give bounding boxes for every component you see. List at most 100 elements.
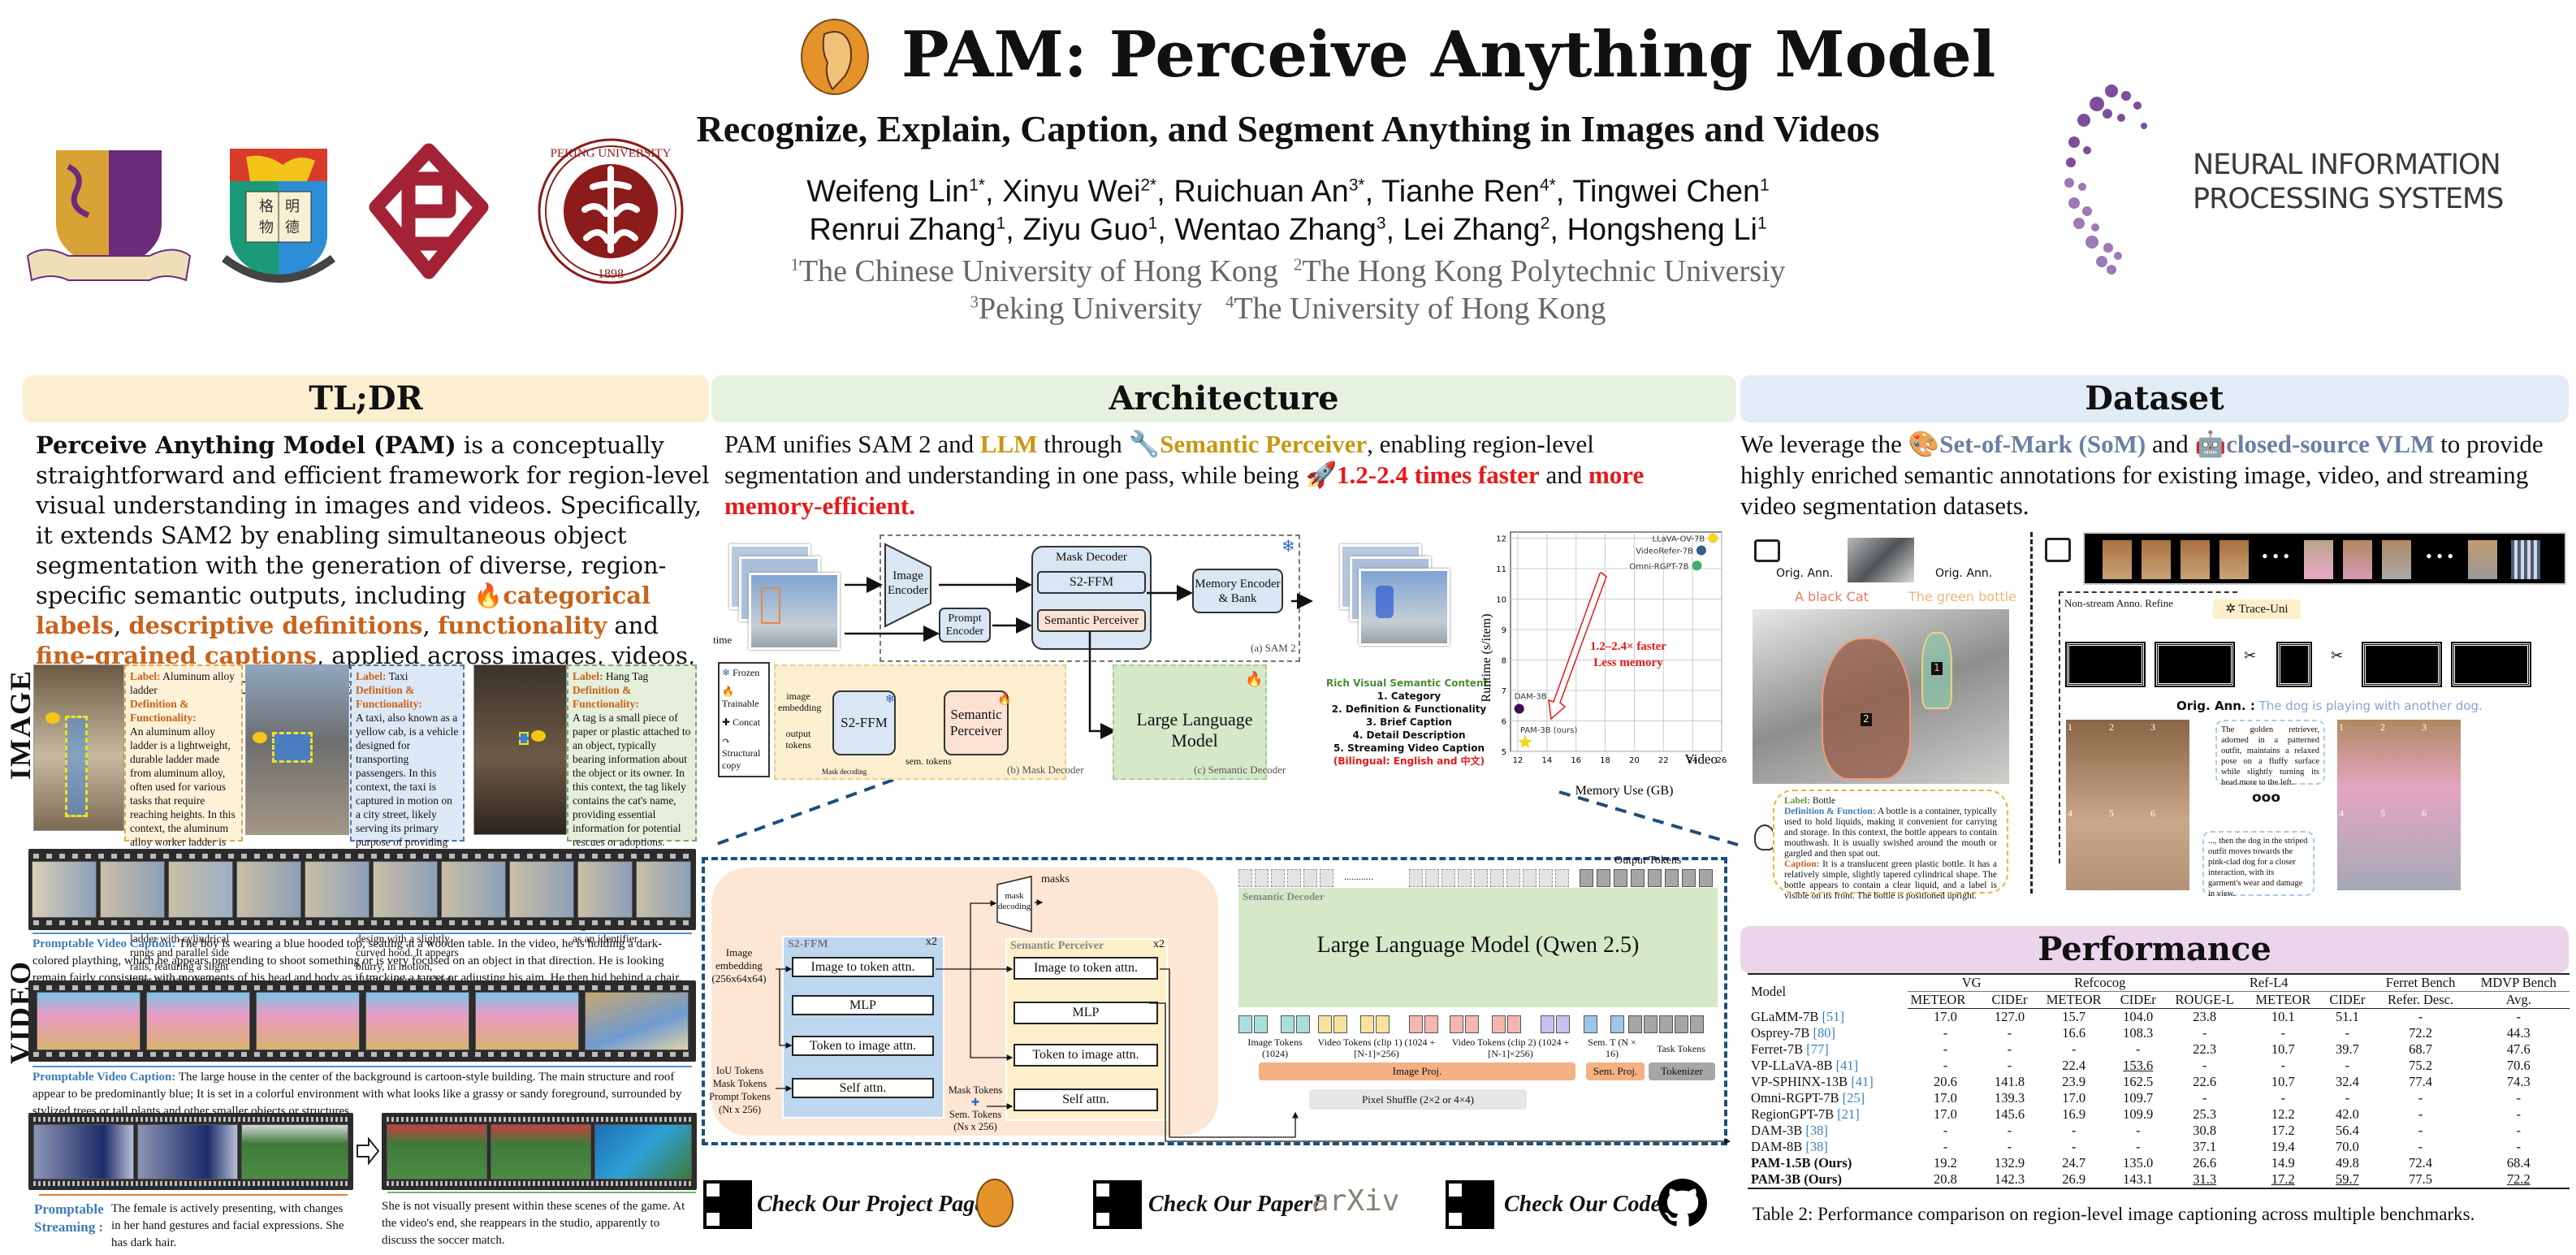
mask-decoding-trapezoid	[996, 876, 1032, 933]
table-cell: -	[2345, 1058, 2350, 1073]
model-name: DAM-8B [38]	[1751, 1139, 1828, 1154]
table-cell: -	[2007, 1025, 2012, 1041]
author-name: Hongsheng Li1	[1567, 213, 1767, 247]
image-tokens-label: Image Tokens (1024)	[1247, 1036, 1303, 1059]
sam2-label: (a) SAM 2	[1251, 642, 1296, 654]
author-name: Weifeng Lin1*	[806, 175, 985, 209]
legend-frozen: ❄ Frozen	[722, 667, 760, 678]
curved-arrow-icon: ↷	[722, 735, 731, 747]
project-page-link[interactable]: Check Our Project Page!	[757, 1192, 994, 1217]
table-cell: 72.2	[2506, 1171, 2531, 1187]
taxi-photo	[245, 664, 349, 835]
table-cell: 141.8	[1994, 1074, 2025, 1089]
cuhk-logo	[26, 150, 192, 282]
paper-link[interactable]: Check Our Paper!	[1148, 1192, 1322, 1217]
legend-copy: ↷ Structural copy	[722, 735, 761, 771]
input-token	[1644, 1015, 1658, 1033]
black-cat-annotation: A black Cat	[1795, 589, 1869, 604]
citation-link[interactable]: [38]	[1802, 1123, 1828, 1138]
orig-ann-left: Orig. Ann.	[1776, 567, 1834, 580]
timeline-bar	[39, 1194, 348, 1196]
table-cell: 72.4	[2409, 1155, 2432, 1171]
input-token	[1360, 1015, 1374, 1033]
table-subheader: METEOR	[2035, 991, 2112, 1009]
chart-point-videorefer-7b	[1696, 545, 1706, 556]
tag-mask	[519, 732, 529, 745]
video-strip-cartoon	[28, 980, 696, 1062]
affiliation: 1The Chinese University of Hong Kong	[790, 254, 1278, 288]
table-cell: 145.6	[1994, 1106, 2025, 1122]
mask-sem-tokens: Mask Tokens ✚ Sem. Tokens (Ns x 256)	[948, 1084, 1003, 1132]
input-token	[1318, 1015, 1332, 1033]
detail-flow-lines	[776, 899, 1730, 1145]
tldr-header: TL;DR	[23, 375, 709, 422]
affiliations-line-1: 1The Chinese University of Hong Kong 2Th…	[0, 253, 2576, 289]
chart-y-tick: 6	[1502, 718, 1506, 727]
table-cell: 143.1	[2123, 1171, 2154, 1187]
clapperboard-icon	[2045, 538, 2071, 562]
affiliations-line-2: 3Peking University 4The University of Ho…	[0, 291, 2576, 327]
pam-logo	[801, 19, 869, 95]
hku-book-text: 格明 物德	[259, 198, 300, 236]
input-tokens-detail: IoU Tokens Mask Tokens Prompt Tokens (Nt…	[709, 1065, 771, 1115]
citation-link[interactable]: [77]	[1803, 1041, 1829, 1057]
table-subheader: CIDEr	[2111, 991, 2164, 1009]
table-cell: -	[2418, 1090, 2423, 1106]
placeholder-token	[1506, 869, 1520, 887]
fire-icon: 🔥	[722, 686, 734, 697]
image-side-label: IMAGE	[4, 669, 37, 780]
fire-icon: 🔥	[1245, 671, 1264, 687]
table-cell: -	[2007, 1139, 2012, 1154]
table-cell: 10.7	[2271, 1041, 2295, 1057]
table-cell: 12.2	[2271, 1106, 2295, 1122]
video-filmstrip: • • • • • •	[2083, 532, 2566, 585]
paper-qr-code[interactable]	[1093, 1180, 1142, 1229]
table-cell: 74.3	[2506, 1074, 2531, 1089]
table-cell: -	[2202, 1090, 2207, 1106]
table-cell: 14.9	[2271, 1155, 2295, 1171]
memory-encoder-block: Memory Encoder & Bank	[1192, 569, 1283, 613]
image-embedding-label: image embedding	[778, 690, 822, 713]
scissors-icon: ✂	[2244, 647, 2257, 664]
trace-uni-box: ✲ Trace-Uni	[2213, 599, 2301, 619]
github-icon[interactable]	[1658, 1178, 1707, 1228]
image-encoder-block	[884, 543, 931, 628]
placeholder-token	[1441, 869, 1455, 887]
table-cell: 49.8	[2335, 1155, 2359, 1171]
s2ffm-block-top: S2-FFM	[1037, 571, 1146, 594]
video-clip2-label: Video Tokens (clip 2) (1024 + [N-1]×256)	[1451, 1036, 1570, 1059]
ladder-card: Label: Aluminum alloy ladder Definition …	[124, 664, 243, 986]
table-cell: -	[2135, 1123, 2141, 1138]
table-cell: 70.0	[2335, 1139, 2359, 1154]
table-cell: -	[2280, 1025, 2286, 1041]
code-link[interactable]: Check Our Code!	[1504, 1192, 1670, 1217]
placeholder-token	[1255, 869, 1269, 887]
code-qr-code[interactable]	[1446, 1180, 1494, 1229]
chart-y-axis-label: Runtime (s/item)	[1480, 614, 1493, 703]
citation-link[interactable]: [80]	[1809, 1025, 1836, 1041]
table-subheader: ROUGE-L	[2163, 991, 2245, 1009]
citation-link[interactable]: [41]	[1832, 1058, 1859, 1073]
citation-link[interactable]: [25]	[1839, 1090, 1865, 1106]
mask-decoder-panel-label: (b) Mask Decoder	[1007, 764, 1084, 776]
citation-link[interactable]: [41]	[1848, 1074, 1874, 1089]
chart-annotation-2: Less memory	[1593, 656, 1663, 669]
author-name: Tianhe Ren4*	[1381, 175, 1556, 209]
citation-link[interactable]: [38]	[1802, 1139, 1828, 1154]
table-cell: 16.6	[2062, 1025, 2086, 1041]
input-token	[1610, 1015, 1624, 1033]
citation-link[interactable]: [51]	[1818, 1008, 1845, 1024]
ladder-mask	[65, 716, 88, 817]
chart-grid	[1510, 531, 1722, 752]
table-subheader: METEOR	[2245, 991, 2322, 1009]
image-icon	[1754, 539, 1780, 562]
table-cell: 142.3	[1994, 1171, 2025, 1187]
project-qr-code[interactable]	[703, 1180, 752, 1229]
placeholder-token	[1287, 869, 1301, 887]
model-name: VP-SPHINX-13B [41]	[1751, 1074, 1874, 1089]
citation-link[interactable]: [21]	[1834, 1106, 1860, 1122]
